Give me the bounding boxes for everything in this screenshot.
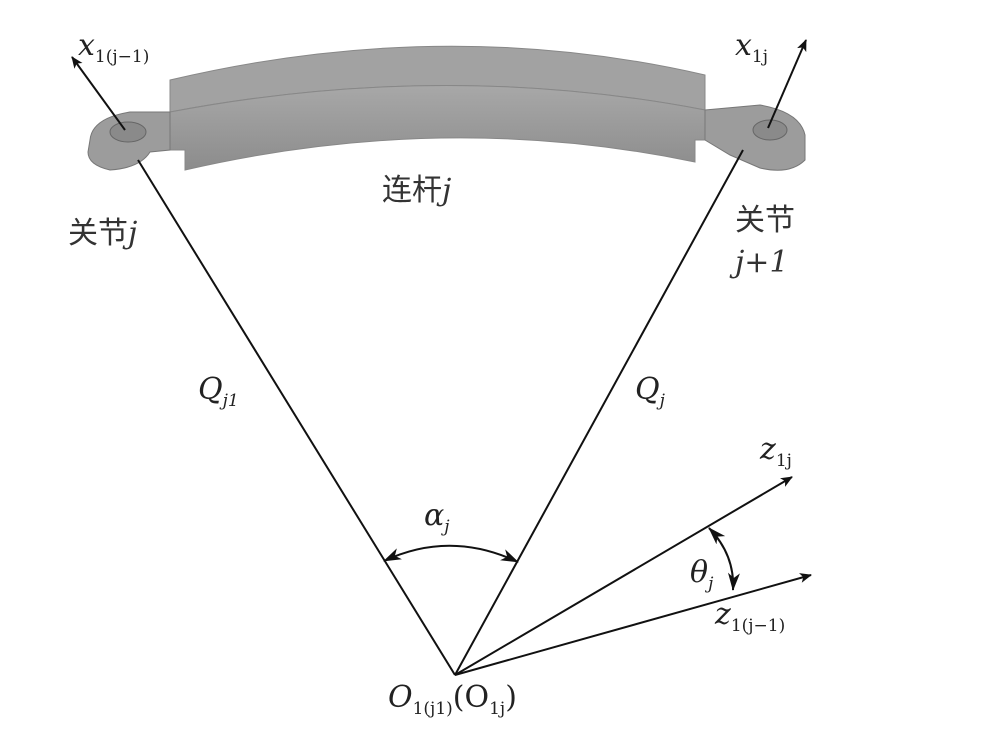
theta-label: θj — [690, 555, 714, 594]
q-right-line — [454, 149, 744, 676]
z-prev-axis-label: z1(j−1) — [715, 597, 786, 636]
link-body — [87, 45, 806, 171]
link-label: 连杆j — [382, 173, 452, 208]
q-right-label: Qj — [635, 372, 665, 411]
alpha-label: αj — [424, 498, 450, 537]
joint-j-label: 关节j — [68, 216, 138, 251]
z-cur-axis-label: z1j — [760, 432, 792, 471]
x-cur-axis-arrow — [767, 39, 807, 129]
x-prev-axis-label: x1(j−1) — [78, 28, 150, 67]
q-left-line — [137, 159, 456, 676]
joint-next-label: 关节 — [735, 203, 795, 238]
z-cur-axis-arrow — [454, 476, 793, 676]
x-cur-axis-label: x1j — [735, 28, 769, 67]
q-left-label: Qj1 — [198, 372, 239, 411]
theta-arc — [708, 527, 740, 591]
z-prev-axis-arrow — [454, 573, 812, 676]
joint-next-index: j+1 — [735, 245, 789, 280]
x-prev-axis-arrow — [71, 56, 126, 131]
origin-label: O1(j1)(O1j) — [388, 680, 517, 719]
alpha-arc — [383, 544, 519, 563]
